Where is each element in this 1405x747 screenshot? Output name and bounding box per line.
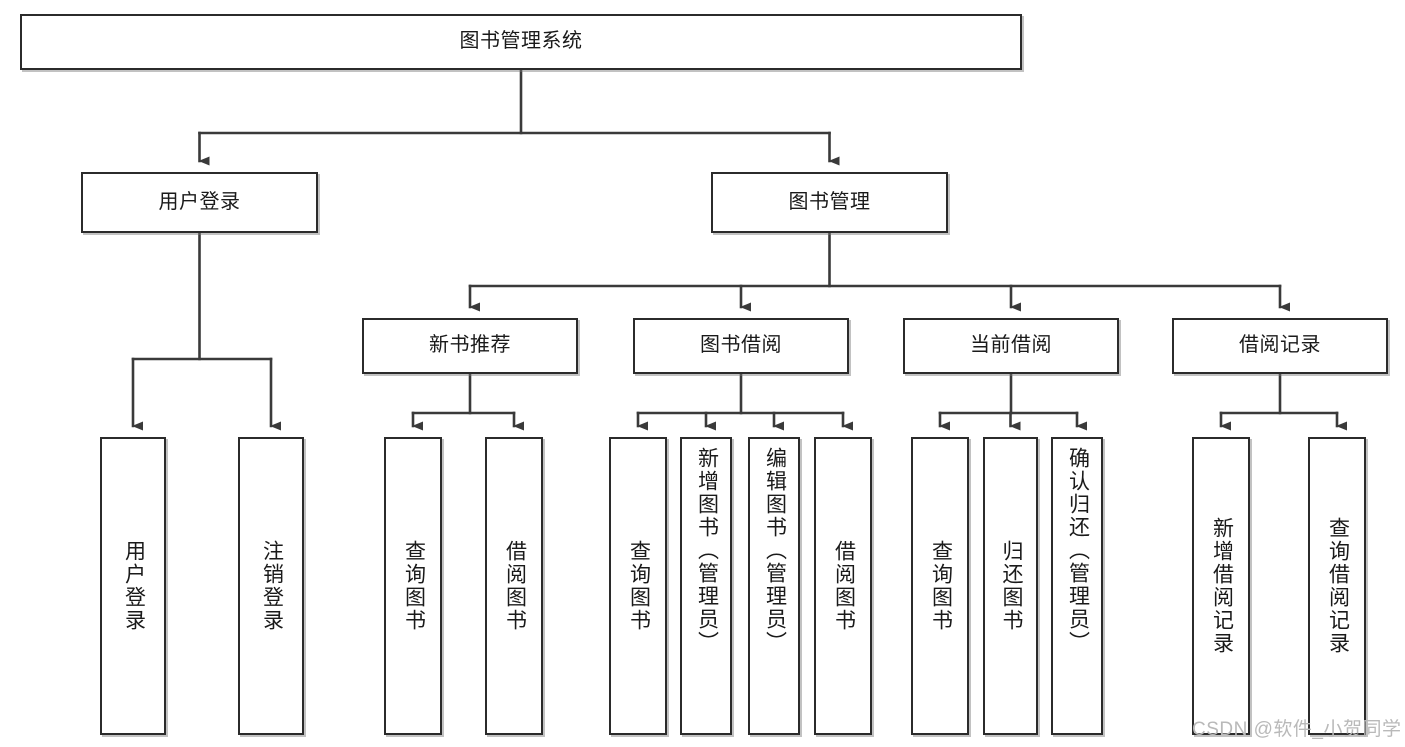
node-leaf-borrow-book-1[interactable]: 借阅图书 — [485, 437, 543, 735]
node-label: 图书借阅 — [700, 334, 782, 357]
node-label: 查询图书 — [929, 540, 953, 632]
node-bookmgmt[interactable]: 图书管理 — [711, 172, 948, 233]
node-label: 当前借阅 — [970, 334, 1052, 357]
node-leaf-edit-book[interactable]: 编辑图书（管理员） — [748, 437, 800, 735]
node-label: 用户登录 — [158, 190, 241, 213]
node-label: 新增借阅记录 — [1210, 517, 1234, 655]
node-label: 查询借阅记录 — [1326, 517, 1350, 655]
node-login[interactable]: 用户登录 — [81, 172, 318, 233]
node-label: 图书管理系统 — [459, 30, 583, 53]
node-label: 新增图书（管理员） — [695, 447, 719, 654]
node-label: 用户登录 — [122, 540, 146, 632]
node-leaf-query-book-2[interactable]: 查询图书 — [609, 437, 667, 735]
node-root[interactable]: 图书管理系统 — [20, 14, 1022, 70]
node-leaf-user-login[interactable]: 用户登录 — [100, 437, 166, 735]
node-label: 图书管理 — [788, 190, 871, 213]
node-records[interactable]: 借阅记录 — [1172, 318, 1388, 374]
node-leaf-query-book-1[interactable]: 查询图书 — [384, 437, 442, 735]
node-label: 查询图书 — [402, 540, 426, 632]
connector-paths — [131, 68, 1347, 431]
node-current[interactable]: 当前借阅 — [903, 318, 1119, 374]
node-leaf-add-record[interactable]: 新增借阅记录 — [1192, 437, 1250, 735]
node-label: 归还图书 — [999, 540, 1023, 632]
node-label: 借阅图书 — [832, 540, 856, 632]
node-leaf-confirm-return[interactable]: 确认归还（管理员） — [1051, 437, 1103, 735]
node-leaf-borrow-book-2[interactable]: 借阅图书 — [814, 437, 872, 735]
node-label: 注销登录 — [260, 540, 284, 632]
node-label: 确认归还（管理员） — [1066, 447, 1090, 654]
node-leaf-query-record[interactable]: 查询借阅记录 — [1308, 437, 1366, 735]
node-label: 借阅记录 — [1239, 334, 1321, 357]
node-label: 新书推荐 — [429, 334, 511, 357]
node-leaf-return-book[interactable]: 归还图书 — [983, 437, 1038, 735]
node-leaf-logout[interactable]: 注销登录 — [238, 437, 304, 735]
node-borrow[interactable]: 图书借阅 — [633, 318, 849, 374]
node-label: 借阅图书 — [503, 540, 527, 632]
node-label: 编辑图书（管理员） — [763, 447, 787, 654]
node-leaf-query-book-3[interactable]: 查询图书 — [911, 437, 969, 735]
node-newbook[interactable]: 新书推荐 — [362, 318, 578, 374]
node-label: 查询图书 — [627, 540, 651, 632]
node-leaf-add-book[interactable]: 新增图书（管理员） — [680, 437, 732, 735]
